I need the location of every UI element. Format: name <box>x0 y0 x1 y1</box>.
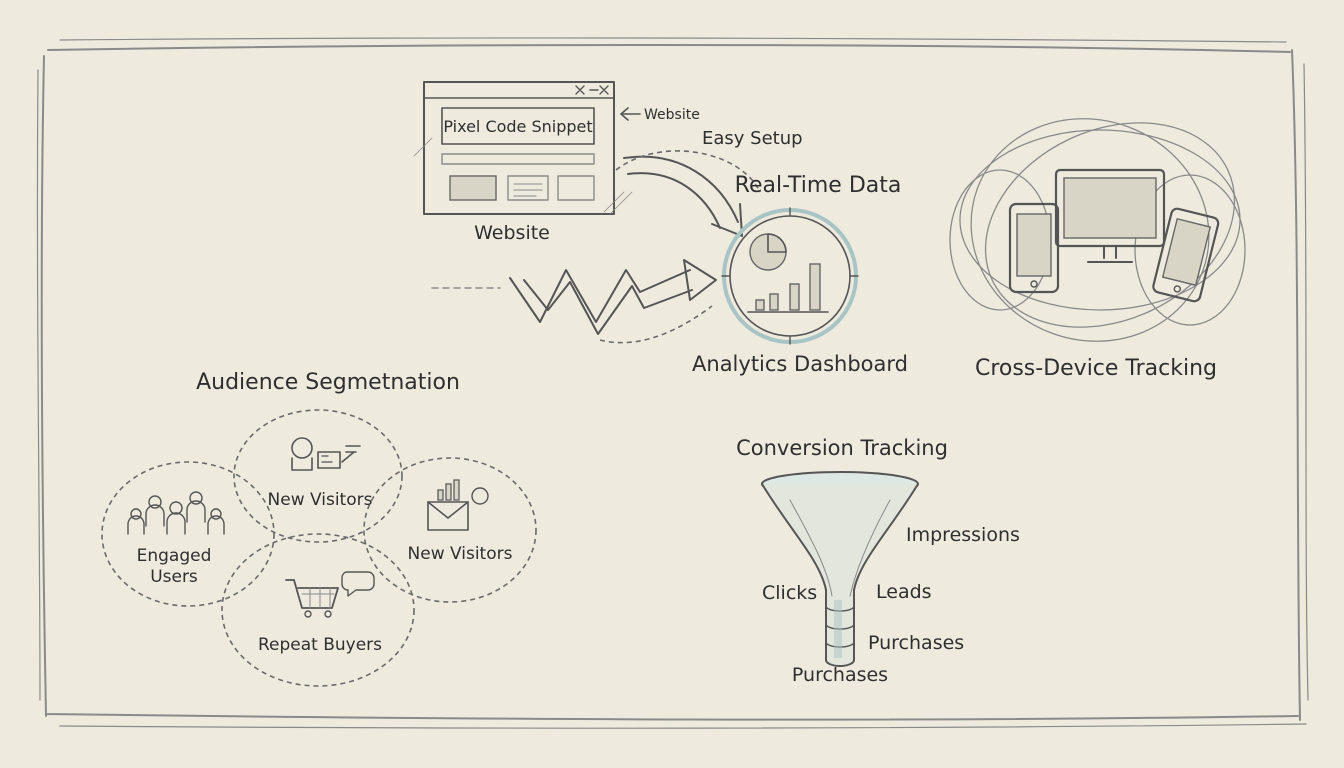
funnel-clicks: Clicks <box>762 582 817 604</box>
funnel-leads: Leads <box>876 581 932 603</box>
funnel-impressions: Impressions <box>906 524 1020 546</box>
segment-circle <box>101 461 275 607</box>
visitor-storefront-icon <box>291 437 361 471</box>
analytics-dashboard-icon <box>721 207 859 345</box>
website-window-icon <box>413 81 633 215</box>
segment-circle <box>363 457 537 603</box>
conversion-title: Conversion Tracking <box>736 436 948 460</box>
dashboard-caption: Analytics Dashboard <box>692 352 908 376</box>
flow-arrow-icon <box>615 150 761 237</box>
website-pointer-label: Website <box>644 107 700 123</box>
cross-device-caption: Cross-Device Tracking <box>975 356 1217 381</box>
easy-setup-label: Easy Setup <box>702 128 803 149</box>
segment-new-visitors-top: New Visitors <box>268 490 373 510</box>
pixel-snippet-label: Pixel Code Snippet <box>443 117 592 136</box>
website-caption: Website <box>474 222 550 244</box>
venn-diagram <box>101 409 537 687</box>
segment-new-visitors-right: New Visitors <box>408 544 513 564</box>
cross-device-icon <box>949 118 1246 342</box>
funnel-purchases-bottom: Purchases <box>792 664 888 686</box>
email-chart-icon <box>427 479 489 531</box>
segment-engaged-line2: Users <box>150 567 198 587</box>
funnel-icon <box>761 471 919 667</box>
segment-repeat-buyers: Repeat Buyers <box>258 635 382 655</box>
realtime-title: Real-Time Data <box>735 173 902 198</box>
audience-title: Audience Segmetnation <box>196 370 460 395</box>
zigzag-arrow-icon <box>431 259 717 344</box>
people-group-icon <box>127 491 225 535</box>
funnel-purchases-right: Purchases <box>868 632 964 654</box>
segment-engaged-line1: Engaged <box>137 546 212 566</box>
segment-circle <box>221 533 415 687</box>
outer-frame <box>36 37 1309 729</box>
shopping-cart-icon <box>285 571 375 618</box>
pointer-arrow-icon <box>620 107 641 121</box>
segment-circle <box>233 409 403 543</box>
